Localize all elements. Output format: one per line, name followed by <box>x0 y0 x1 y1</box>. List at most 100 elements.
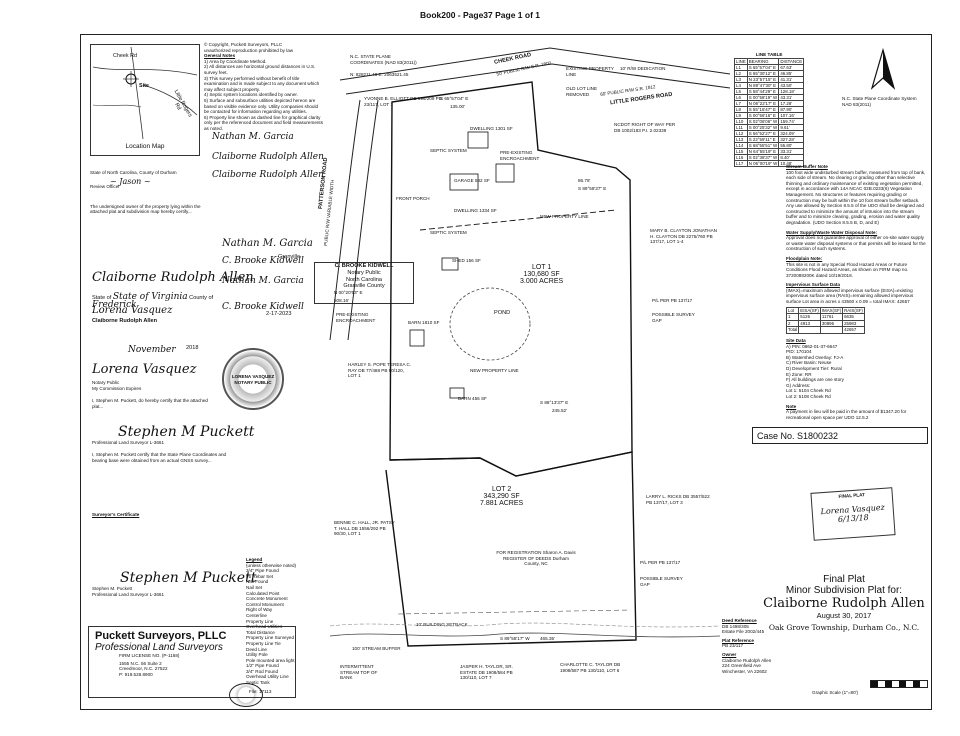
intermittent-stream-label: INTERMITTENT STREAM TOP OF BANK <box>340 664 378 681</box>
imp-header-rais: RAIS(SF) <box>842 306 865 315</box>
legend-item: Deed Line <box>246 646 267 652</box>
distance-3: 245.52' <box>552 408 567 413</box>
location-map-label: Location Map <box>125 143 165 150</box>
graphic-scale-label: Graphic Scale (1"=80') <box>812 690 859 695</box>
owner-top-label: YVONNE B. ELLIOTT DB 196/209 PB 23/117, … <box>364 96 442 107</box>
barn2-label: BARN 456 SF <box>458 396 487 401</box>
owner-line1: Claiborne Rudolph Allen <box>722 657 772 663</box>
kidwell-signature: C. Brooke Kidwell <box>222 256 304 266</box>
granville-county: Granville <box>278 254 301 260</box>
distance-4: 508.16' <box>334 298 349 303</box>
owner-larry-label: LARRY L. RICKS DB 3557/522 PB 137/17, LO… <box>646 494 710 505</box>
imp-header-eisa: EISA(SF) <box>798 306 821 315</box>
title-location: Oak Grove Township, Durham Co., N.C. <box>768 623 920 632</box>
estate-file: Estate File 2002/445 <box>722 629 765 635</box>
site-data-item: G) Address: <box>786 382 811 388</box>
impervious-text: (IMAX)=maximum allowed impervious surfac… <box>786 287 914 305</box>
new-property-line-label-2: NEW PROPERTY LINE <box>470 368 519 373</box>
impervious-cell: 11761 <box>819 313 844 321</box>
distance-2: 465.35' <box>540 636 555 641</box>
plat-drawing <box>329 47 731 647</box>
existing-property-line-label: EXISTING PROPERTY LINE <box>566 66 614 77</box>
notary-month: November <box>128 345 176 355</box>
barn1-label: BARN 1810 SF <box>408 320 440 325</box>
site-data-item: PID: 170104 <box>786 349 812 355</box>
lot1-name: LOT 1 <box>531 264 552 271</box>
notary-signature: Lorena Vasquez <box>92 362 197 377</box>
surveyor-name: Stephen M. Puckett <box>92 586 133 591</box>
septic-label-1: SEPTIC SYSTEM <box>430 148 467 153</box>
notary-seal-icon: LORENA VASQUEZ NOTARY PUBLIC <box>222 348 284 410</box>
location-map-site: Site <box>139 83 149 89</box>
bearing-1: S 65°57'04" E <box>440 96 469 101</box>
line-table-cell: S 65°30'12" E <box>746 69 780 77</box>
legend-item: Control Monument <box>246 601 284 607</box>
imp-header-lot: Lot <box>785 306 800 315</box>
impervious-cell: 1 <box>785 313 800 321</box>
allen-signature-1: Claiborne Rudolph Allen <box>212 152 324 162</box>
site-data-item: E) Zone: RR <box>786 371 812 377</box>
distance-1: 135.00' <box>450 104 465 109</box>
surveyor-pls-2: Professional Land Surveyor L-3661 <box>92 592 165 597</box>
site-data-item: D) Development Tier: Rural <box>786 366 842 371</box>
payment-note-text: A payment in lieu will be paid in the am… <box>786 409 907 420</box>
company-address1: 1555 N.C. 56 Suite 2 <box>119 660 162 666</box>
company-block: Puckett Surveyors, PLLC Professional Lan… <box>88 626 296 698</box>
line-table-title: LINE TABLE <box>755 52 783 57</box>
notary-box-title: Notary Public <box>347 269 381 276</box>
general-note-item: 5) Surface and subsurface utilities depi… <box>204 97 319 115</box>
owner-line3: Winchester, VA 22602 <box>722 668 767 674</box>
company-file: File: 17113 <box>249 689 272 694</box>
impervious-cell: 25983 <box>842 319 865 328</box>
title-block: Final Plat Minor Subdivision Plat for: C… <box>758 568 930 696</box>
impervious-cell <box>819 326 844 335</box>
state-county-line: State of State of Virginia County of Fre… <box>92 292 214 310</box>
stream-buffer-label: 100' STREAM BUFFER <box>352 646 401 651</box>
ten-ft-dedication: 10' R/W DEDICATION <box>620 66 666 71</box>
stream-buffer-note-text: 100 foot wide undisturbed stream buffer,… <box>786 169 926 225</box>
line-table-cell: N 64°55'19" E <box>746 147 780 155</box>
bearing-4: N 00°20'53" E <box>334 290 363 295</box>
line-table-cell: S 02°38'37" W <box>746 153 780 161</box>
legend-item: Total Distance <box>246 629 275 635</box>
flood-note-text: This site is not in any Special Flood Ha… <box>786 261 909 278</box>
building-setback-label: 10' BUILDING SETBACK <box>416 622 468 627</box>
pi-per-label-2: P/L PER PB 137/17 <box>640 560 681 565</box>
review-officer-signature: ~ Jason ~ <box>110 176 151 186</box>
register-label: FOR REGISTRATION Sharon A. Davis REGISTE… <box>496 550 576 567</box>
pre-existing-label: PRE-EXISTING ENCROACHMENT <box>500 150 540 161</box>
deed-ref-title: Deed Reference <box>722 618 757 623</box>
pond-label: POND <box>494 310 511 316</box>
site-data-item: Lot 1: 5104 Cheek Rd <box>786 388 831 394</box>
impervious-cell: 5126 <box>798 313 821 321</box>
review-officer-label: Review Officer <box>90 184 120 190</box>
notary-public-label: Notary Public <box>92 380 120 385</box>
site-data-item: F) All buildings are one story <box>786 377 844 383</box>
garage-label: GARAGE 582 SF <box>454 178 490 183</box>
site-data-item: B) Watershed Overlay: FJ-A <box>786 354 844 360</box>
legend-item: 3/4" Pipe Found <box>246 568 279 574</box>
copyright-line1: © Copyright, Puckett Surveyors, PLLC <box>204 42 283 47</box>
line-table-cell: S 55°16'47" E <box>746 105 780 113</box>
right-notes: Stream Buffer Note 100 foot wide undistu… <box>785 164 926 420</box>
impervious-cell: 6635 <box>842 313 865 321</box>
county-frederick: Frederick <box>92 299 137 310</box>
site-data-item: A) PIN: 0862-01-37-6647 <box>786 343 838 349</box>
shed-label: SHED 156 SF <box>452 258 481 263</box>
kidwell-signature-2: C. Brooke Kidwell <box>222 302 304 312</box>
legend-item: 3/4" Rod Found <box>246 668 279 674</box>
water-note-title: Water Supply/Waste Water Disposal Note: <box>786 229 878 235</box>
lot2-label: LOT 2 343,290 SF 7.881 ACRES <box>480 486 523 507</box>
line-table-cell: S 00°56'16" E <box>746 111 780 119</box>
legend-item: Concrete Monument <box>246 596 288 602</box>
impervious-cell: 30896 <box>819 319 844 328</box>
new-property-line-label: NEW PROPERTY LINE <box>540 214 589 219</box>
surveyor-pls-1: Professional Land Surveyor L-3661 <box>92 440 165 445</box>
impervious-cell: 2 <box>785 319 800 328</box>
flood-note-title: Floodplain Note: <box>786 255 823 261</box>
legend-item: Property Line <box>246 618 274 624</box>
septic-label-2: SEPTIC SYSTEM <box>430 230 467 235</box>
line-table-cell: N 23°57'15" E <box>746 75 780 83</box>
